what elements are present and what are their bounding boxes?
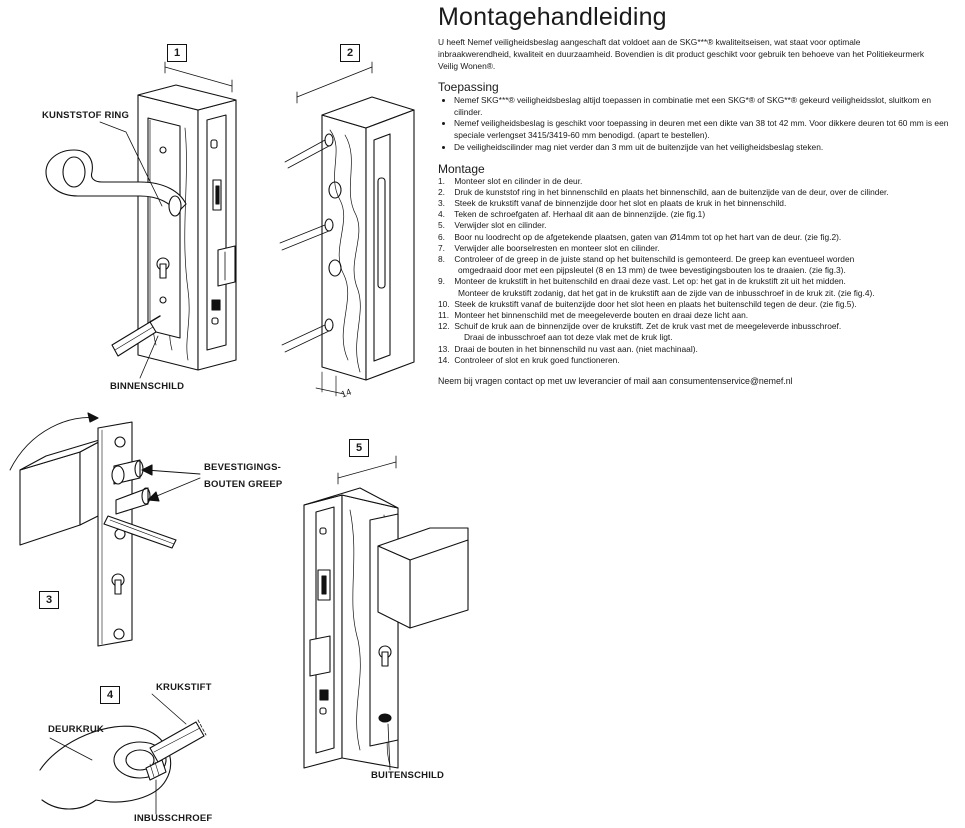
fig2-drawing — [279, 61, 415, 397]
montage-step: 13. Draai de bouten in het binnenschild … — [438, 344, 958, 355]
montage-step-text: Draai de bouten in het binnenschild nu v… — [452, 343, 698, 354]
montage-step: 14. Controleer of slot en kruk goed func… — [438, 355, 958, 366]
montage-step-number: 9. — [438, 276, 445, 287]
fig5-drawing — [303, 455, 469, 771]
montage-step-text: Schuif de kruk aan de binnenzijde over d… — [452, 321, 842, 332]
bevestigingsbouten-callout-2: BOUTEN GREEP — [204, 479, 283, 490]
montage-step-number: 10. — [438, 298, 450, 309]
bevestigingsbouten-callout-1: BEVESTIGINGS- — [204, 462, 282, 473]
montage-step: 7. Verwijder alle boorselresten en monte… — [438, 243, 958, 254]
montage-step: 12. Schuif de kruk aan de binnenzijde ov… — [438, 321, 958, 343]
montage-step: 11. Monteer het binnenschild met de meeg… — [438, 310, 958, 321]
montage-step-text: Druk de kunststof ring in het binnenschi… — [452, 186, 889, 197]
krukstift-callout: KRUKSTIFT — [156, 682, 212, 693]
fig4-drawing — [39, 693, 207, 815]
montage-step-number: 14. — [438, 354, 450, 365]
montage-step: 4. Teken de schroefgaten af. Herhaal dit… — [438, 209, 958, 220]
montage-step-text: Verwijder alle boorselresten en monteer … — [452, 242, 660, 253]
fig4-label: 4 — [100, 686, 120, 704]
montage-step-number: 11. — [438, 309, 450, 320]
fig1-drawing — [45, 61, 237, 379]
montage-step-number: 13. — [438, 343, 450, 354]
montage-step-number: 12. — [438, 321, 450, 332]
contact-line: Neem bij vragen contact op met uw levera… — [438, 375, 793, 386]
montage-step-text: Controleer of slot en kruk goed function… — [452, 354, 620, 365]
montage-step: 6. Boor nu loodrecht op de afgetekende p… — [438, 232, 958, 243]
montage-step-text: Steek de krukstift vanaf de binnenzijde … — [452, 197, 787, 208]
instructions-column: Montagehandleiding U heeft Nemef veiligh… — [438, 0, 958, 386]
montage-step-number: 5. — [438, 220, 445, 231]
montage-step-number: 4. — [438, 209, 445, 220]
montage-step-continuation: Monteer de krukstift zodanig, dat het ga… — [458, 287, 875, 298]
montage-heading: Montage — [438, 161, 485, 176]
intro-paragraph: U heeft Nemef veiligheidsbeslag aangesch… — [438, 37, 925, 71]
page-title: Montagehandleiding — [438, 3, 667, 31]
montage-step-text: Monteer het binnenschild met de meegelev… — [452, 309, 749, 320]
montage-step-text: Teken de schroefgaten af. Herhaal dit aa… — [452, 209, 706, 220]
montage-step: 2. Druk de kunststof ring in het binnens… — [438, 187, 958, 198]
montage-step-text: Steek de krukstift vanaf de buitenzijde … — [452, 298, 857, 309]
montage-step-number: 1. — [438, 175, 445, 186]
montage-step-continuation: Draai de inbusschroef aan tot deze vlak … — [464, 332, 673, 343]
fig2-label: 2 — [340, 44, 360, 62]
montage-step: 8. Controleer of de greep in de juiste s… — [438, 254, 958, 276]
inbusschroef-callout: INBUSSCHROEF — [134, 813, 213, 824]
montage-step-text: Monteer de krukstift in het buitenschild… — [452, 276, 846, 287]
montage-step: 1. Monteer slot en cilinder in de deur. — [438, 176, 958, 187]
montage-step-text: Boor nu loodrecht op de afgetekende plaa… — [452, 231, 842, 242]
montage-step: 5. Verwijder slot en cilinder. — [438, 220, 958, 231]
montage-step-number: 3. — [438, 197, 445, 208]
deurkruk-callout: DEURKRUK — [48, 724, 104, 735]
montage-step-text: Controleer of de greep in de juiste stan… — [452, 253, 855, 264]
fig1-label: 1 — [167, 44, 187, 62]
fig3-label: 3 — [39, 591, 59, 609]
toepassing-item: Nemef SKG***® veiligheidsbeslag altijd t… — [454, 95, 958, 118]
kunststof-ring-callout: KUNSTSTOF RING — [42, 110, 130, 121]
montage-step-number: 7. — [438, 242, 445, 253]
montage-steps-list: 1. Monteer slot en cilinder in de deur.2… — [438, 176, 958, 366]
montage-step: 9. Monteer de krukstift in het buitensch… — [438, 276, 958, 298]
montage-step-number: 8. — [438, 253, 445, 264]
toepassing-list: Nemef SKG***® veiligheidsbeslag altijd t… — [438, 95, 958, 154]
montage-step: 3. Steek de krukstift vanaf de binnenzij… — [438, 198, 958, 209]
montage-step-text: Verwijder slot en cilinder. — [452, 220, 547, 231]
montage-step-number: 6. — [438, 231, 445, 242]
binnenschild-callout: BINNENSCHILD — [110, 381, 185, 392]
montage-step-text: Monteer slot en cilinder in de deur. — [452, 175, 583, 186]
montage-step-number: 2. — [438, 186, 445, 197]
fig3-drawing — [9, 412, 201, 647]
fig5-label: 5 — [349, 439, 369, 457]
toepassing-item: De veiligheidscilinder mag niet verder d… — [454, 142, 958, 154]
buitenschild-callout: BUITENSCHILD — [371, 770, 445, 781]
montage-step: 10. Steek de krukstift vanaf de buitenzi… — [438, 299, 958, 310]
toepassing-item: Nemef veiligheidsbeslag is geschikt voor… — [454, 118, 958, 141]
montage-step-continuation: omgedraaid door met een pijpsleutel (8 e… — [458, 265, 846, 276]
toepassing-heading: Toepassing — [438, 80, 499, 94]
